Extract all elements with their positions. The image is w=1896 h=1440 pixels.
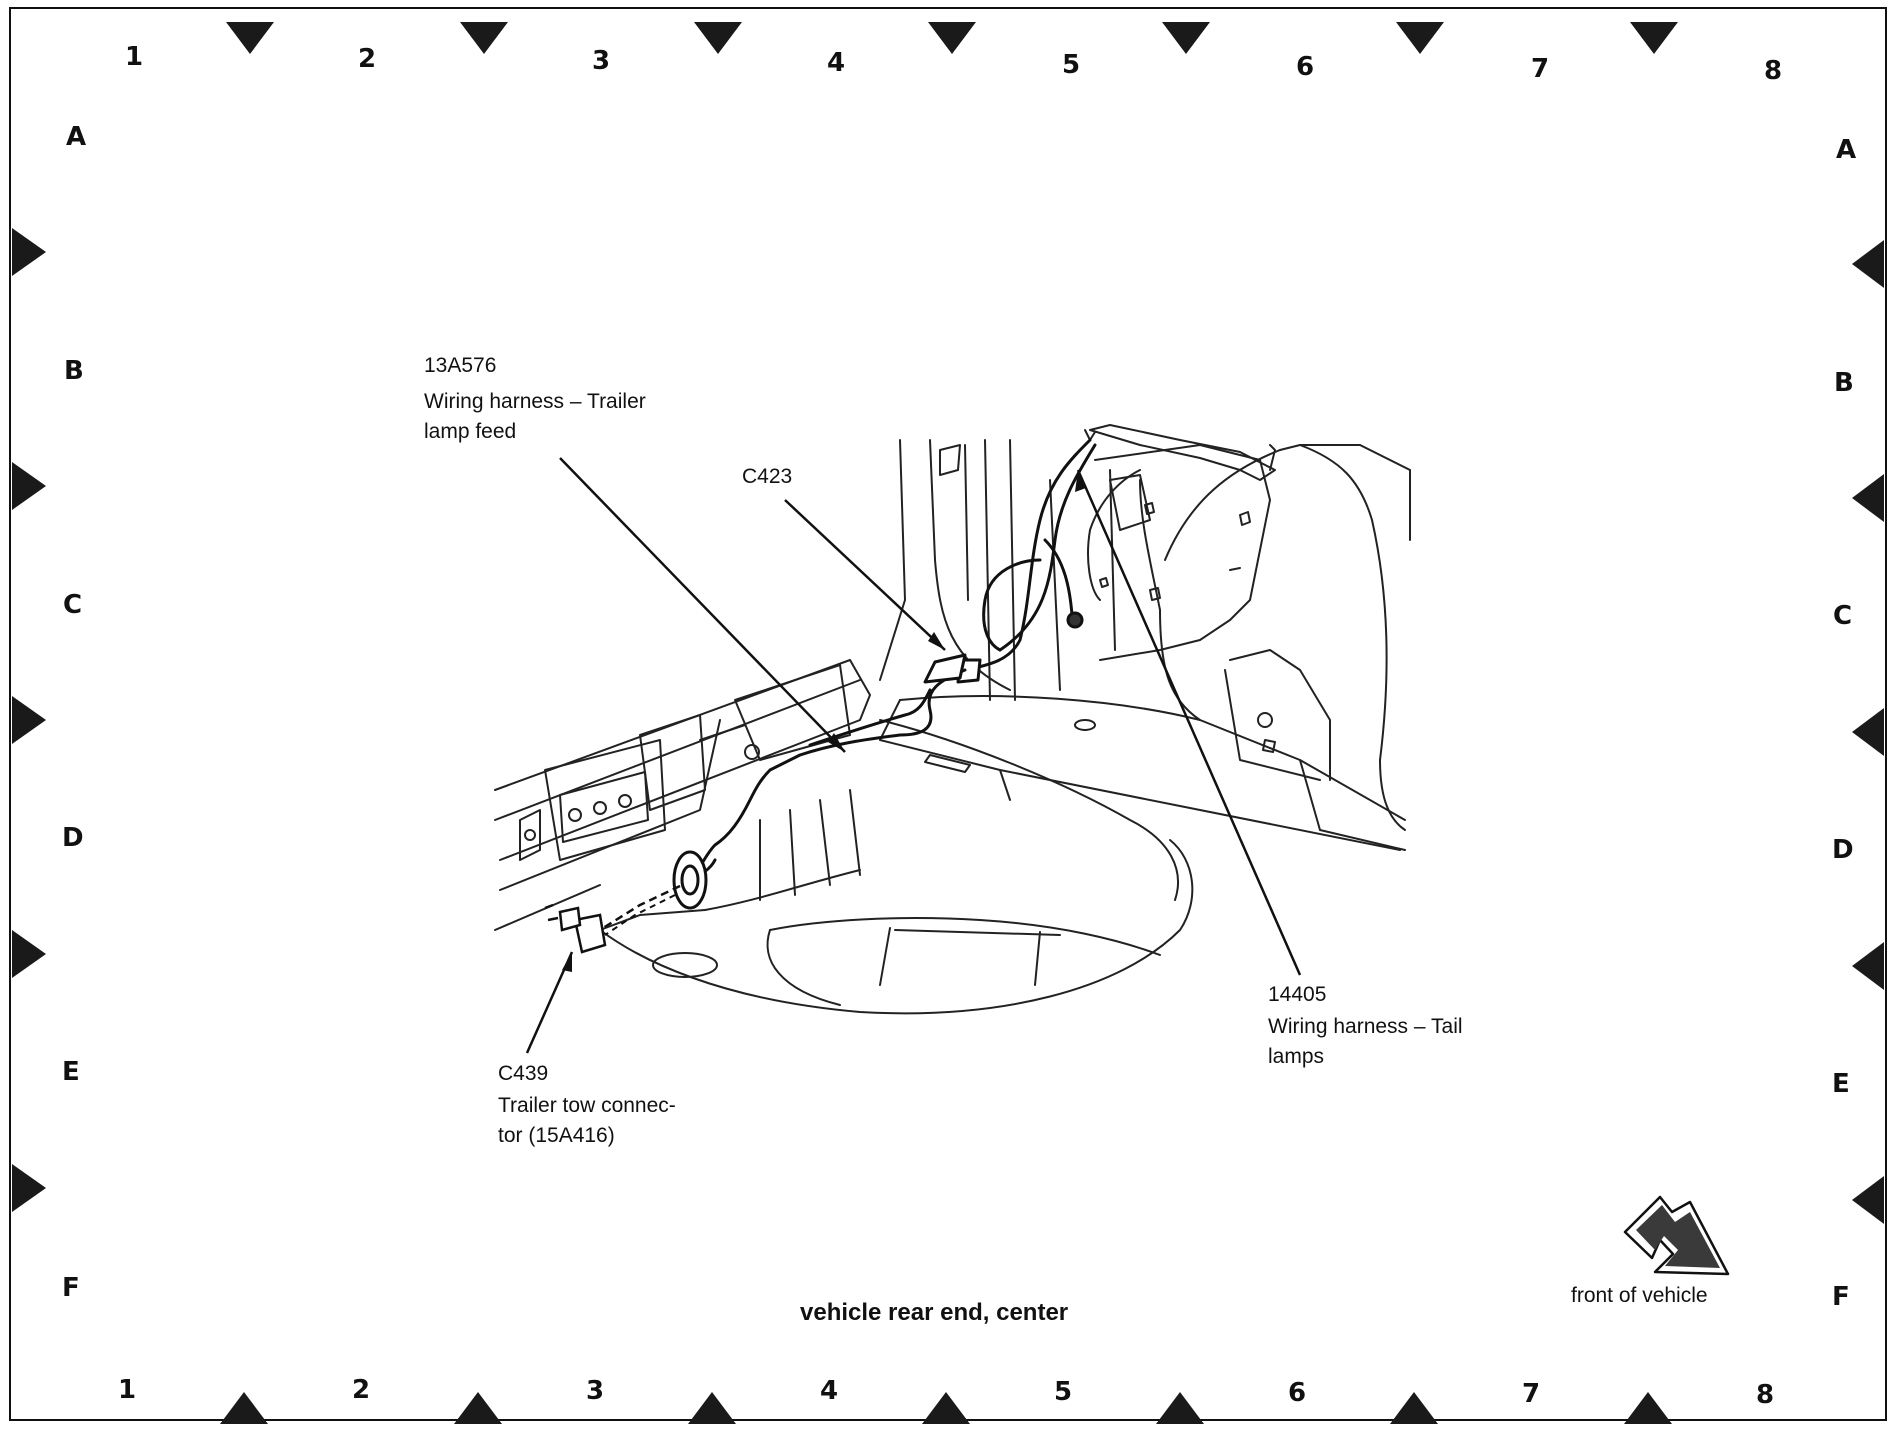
leader-14405 <box>1076 469 1302 976</box>
column-label-bottom-1: 1 <box>118 1375 137 1405</box>
column-label-bottom-6: 6 <box>1288 1378 1307 1408</box>
column-label-top-3: 3 <box>592 46 611 76</box>
callout-description: Wiring harness – Tail <box>1268 1015 1463 1038</box>
leader-arrowheads <box>562 470 1086 972</box>
row-label-left-F: F <box>62 1273 80 1303</box>
callout-C439: C439 Trailer tow connec- tor (15A416) <box>498 1059 676 1151</box>
row-label-left-E: E <box>62 1057 80 1087</box>
column-label-top-7: 7 <box>1531 54 1550 84</box>
callout-description: Wiring harness – Trailer <box>424 390 646 413</box>
column-label-top-2: 2 <box>358 44 377 74</box>
connector-dashed-lead <box>599 884 681 932</box>
diagram-caption: vehicle rear end, center <box>800 1299 1069 1326</box>
callout-14405: 14405 Wiring harness – Tail lamps <box>1268 980 1463 1072</box>
callout-part-number: 13A576 <box>424 354 497 377</box>
arrow-icon <box>1623 1195 1730 1276</box>
callout-description: tor (15A416) <box>498 1124 615 1147</box>
callout-part-number: 14405 <box>1268 983 1327 1006</box>
leader-lines <box>525 457 1302 1054</box>
column-label-top-8: 8 <box>1764 56 1783 86</box>
leader-13A576 <box>559 457 846 753</box>
bottom-zone-markers <box>220 1392 1672 1424</box>
column-label-bottom-2: 2 <box>352 1375 371 1405</box>
row-label-right-B: B <box>1834 368 1854 398</box>
row-label-right-E: E <box>1832 1069 1850 1099</box>
wiring-harness <box>672 438 1097 910</box>
callout-description: lamps <box>1268 1045 1325 1068</box>
row-label-left-A: A <box>66 122 87 152</box>
row-label-right-D: D <box>1832 835 1854 865</box>
left-zone-markers <box>12 228 46 1212</box>
row-label-right-F: F <box>1832 1282 1850 1312</box>
column-label-top-5: 5 <box>1062 50 1081 80</box>
c439-connector <box>544 903 607 954</box>
leader-C423 <box>784 499 946 651</box>
vehicle-illustration <box>494 424 1411 1015</box>
row-label-left-C: C <box>63 590 83 620</box>
column-label-bottom-3: 3 <box>586 1376 605 1406</box>
column-label-bottom-8: 8 <box>1756 1380 1775 1410</box>
callout-C423: C423 <box>742 462 792 492</box>
column-label-top-1: 1 <box>125 42 144 72</box>
row-label-right-A: A <box>1836 135 1857 165</box>
row-label-right-C: C <box>1833 601 1853 631</box>
right-zone-markers <box>1852 240 1884 1224</box>
page-frame <box>9 7 1887 1421</box>
column-label-bottom-5: 5 <box>1054 1377 1073 1407</box>
row-label-left-D: D <box>62 823 84 853</box>
row-label-left-B: B <box>64 356 84 386</box>
column-label-bottom-7: 7 <box>1522 1379 1541 1409</box>
column-label-top-4: 4 <box>827 48 846 78</box>
callout-description: Trailer tow connec- <box>498 1094 676 1117</box>
column-label-top-6: 6 <box>1296 52 1315 82</box>
callout-description: lamp feed <box>424 420 517 443</box>
column-label-bottom-4: 4 <box>820 1376 839 1406</box>
callout-13A576: 13A576 Wiring harness – Trailer lamp fee… <box>424 351 646 447</box>
callout-part-number: C423 <box>742 465 793 488</box>
front-of-vehicle-label: front of vehicle <box>1571 1284 1708 1307</box>
callout-part-number: C439 <box>498 1062 549 1085</box>
top-zone-markers <box>226 22 1678 54</box>
